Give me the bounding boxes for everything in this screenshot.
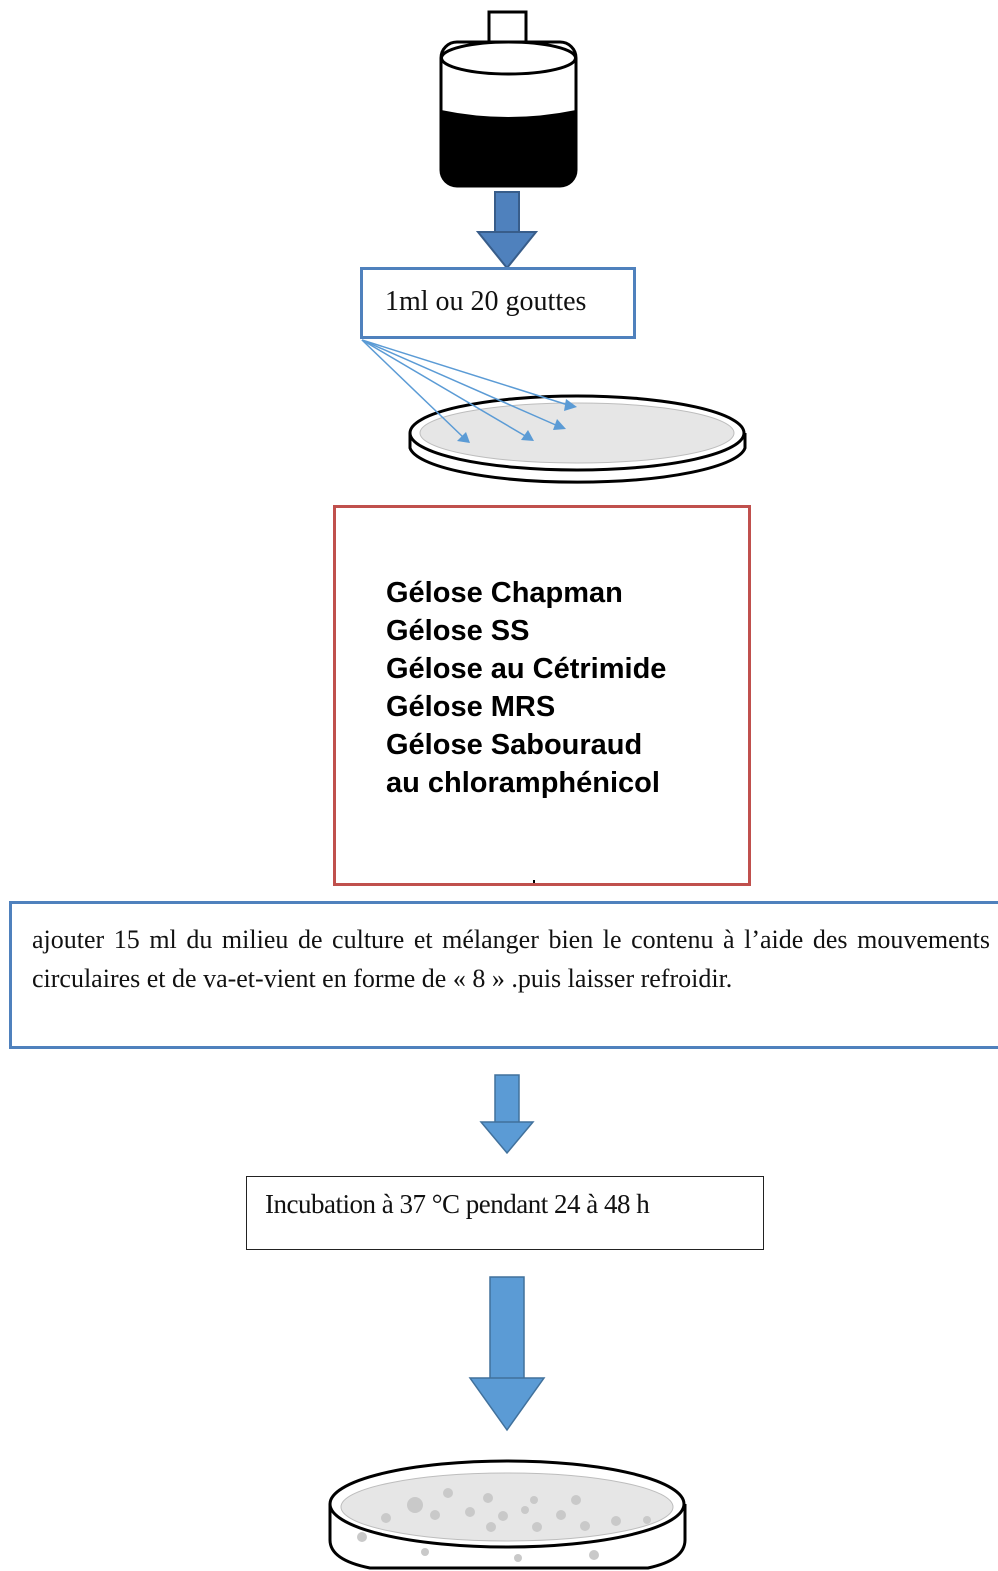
- culture-media-box: Gélose Chapman Gélose SS Gélose au Cétri…: [333, 505, 751, 886]
- culture-media-list: Gélose Chapman Gélose SS Gélose au Cétri…: [386, 574, 666, 802]
- down-arrow-3-icon: [468, 1276, 546, 1432]
- incubation-box: Incubation à 37 °C pendant 24 à 48 h: [246, 1176, 764, 1250]
- down-arrow-2-icon: [479, 1074, 535, 1155]
- volume-box: 1ml ou 20 gouttes: [360, 267, 636, 339]
- incubation-text: Incubation à 37 °C pendant 24 à 48 h: [265, 1189, 650, 1219]
- media-item-cetrimide: Gélose au Cétrimide: [386, 653, 667, 685]
- petri-dish-icon: [408, 394, 747, 484]
- volume-label: 1ml ou 20 gouttes: [385, 286, 587, 317]
- media-item-chloramphenicol: au chloramphénicol: [386, 767, 660, 799]
- media-item-sabouraud: Gélose Sabouraud: [386, 729, 643, 761]
- petri-dish-colonies-icon: [328, 1459, 687, 1570]
- media-item-ss: Gélose SS: [386, 615, 530, 647]
- media-item-chapman: Gélose Chapman: [386, 577, 623, 609]
- down-arrow-1-icon: [475, 191, 539, 270]
- instruction-text: ajouter 15 ml du milieu de culture et mé…: [32, 925, 990, 993]
- media-item-mrs: Gélose MRS: [386, 691, 556, 723]
- instruction-box: ajouter 15 ml du milieu de culture et mé…: [9, 901, 998, 1049]
- sample-bottle-icon: [439, 10, 578, 188]
- dispensing-arrows-icon: [361, 339, 577, 443]
